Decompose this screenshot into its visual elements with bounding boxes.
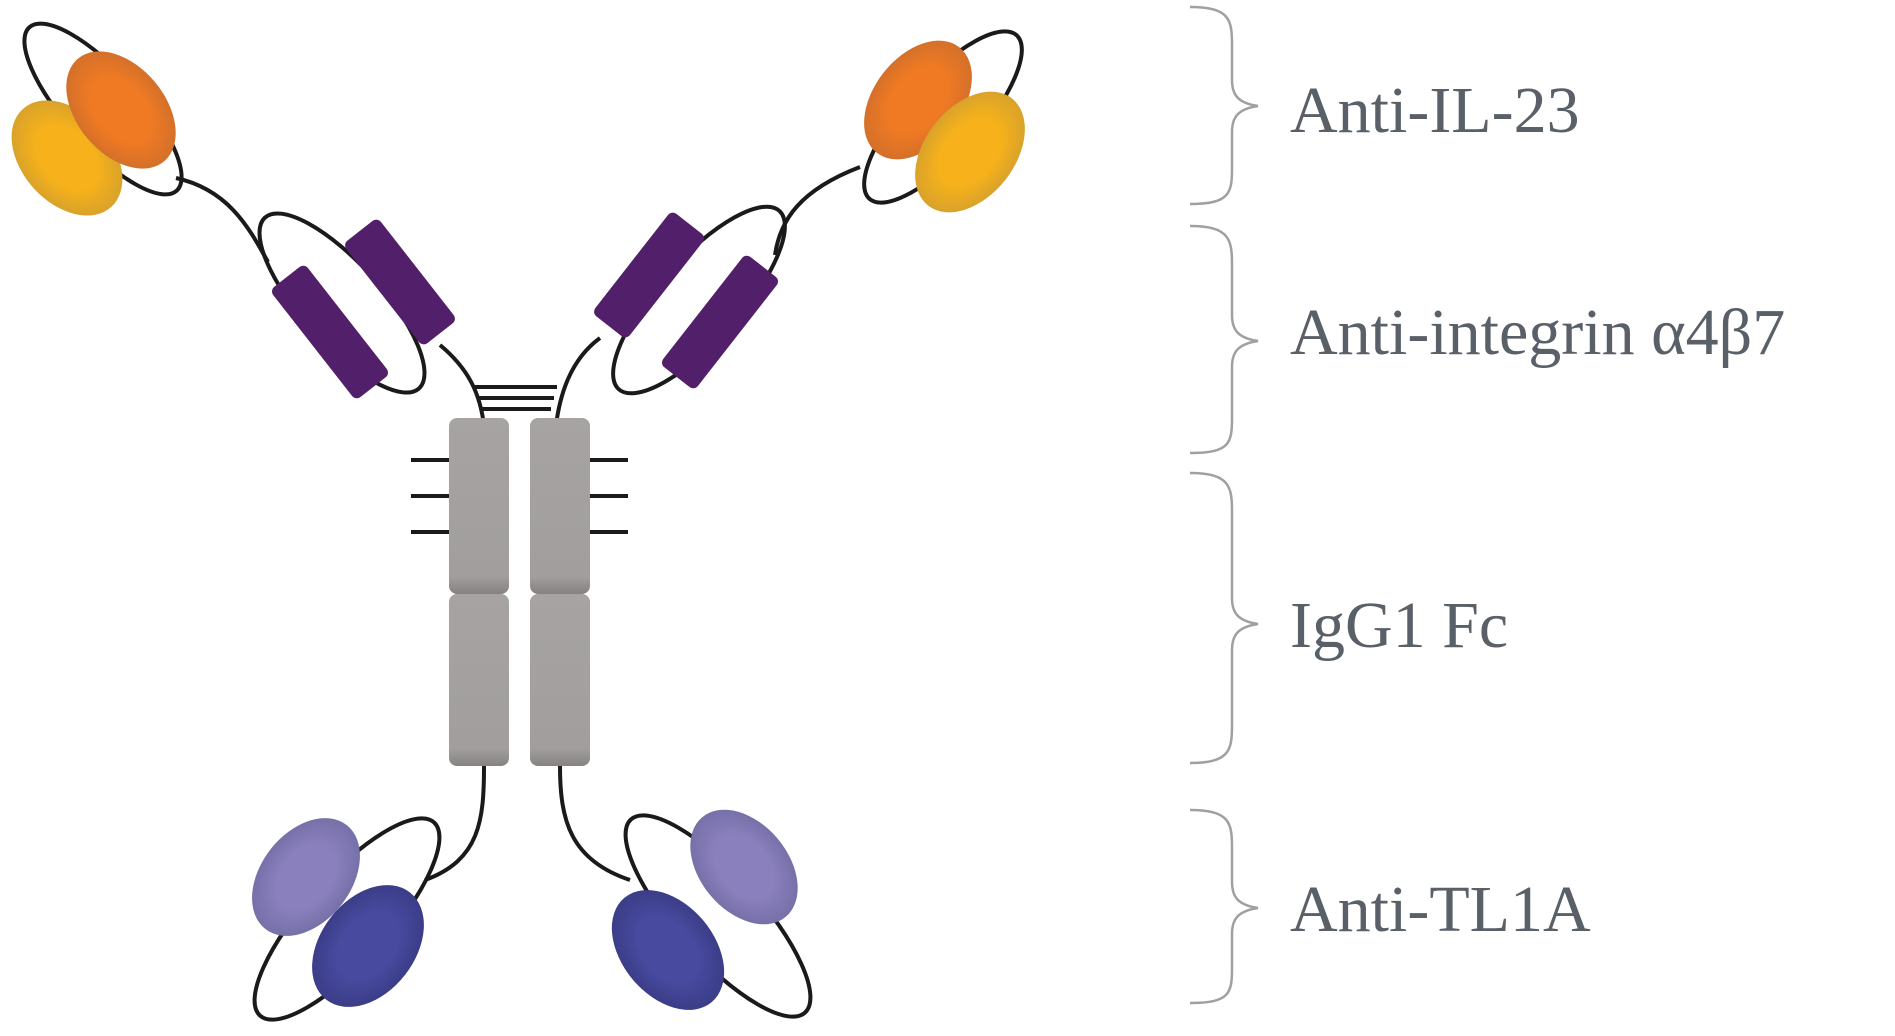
anti-integrin-fab-left bbox=[257, 211, 486, 426]
igg1-fc bbox=[411, 418, 628, 766]
bracket-igg1-fc bbox=[1189, 471, 1259, 765]
anti-il23-scfv-right bbox=[773, 29, 1025, 256]
label-igg1-fc: IgG1 Fc bbox=[1290, 589, 1509, 662]
bracket-anti-il23 bbox=[1189, 5, 1259, 206]
hinge-disulfide-bonds bbox=[475, 385, 557, 411]
label-anti-il23: Anti-IL-23 bbox=[1290, 74, 1580, 147]
label-anti-integrin: Anti-integrin α4β7 bbox=[1290, 296, 1786, 369]
anti-tl1a-scfv-right bbox=[558, 765, 813, 1019]
anti-tl1a-scfv-left bbox=[252, 765, 486, 1022]
bracket-anti-tl1a bbox=[1189, 808, 1259, 1005]
bracket-anti-integrin bbox=[1189, 224, 1259, 455]
label-anti-tl1a: Anti-TL1A bbox=[1290, 873, 1591, 946]
anti-il23-scfv-left bbox=[11, 21, 270, 263]
anti-integrin-fab-right bbox=[554, 204, 787, 426]
